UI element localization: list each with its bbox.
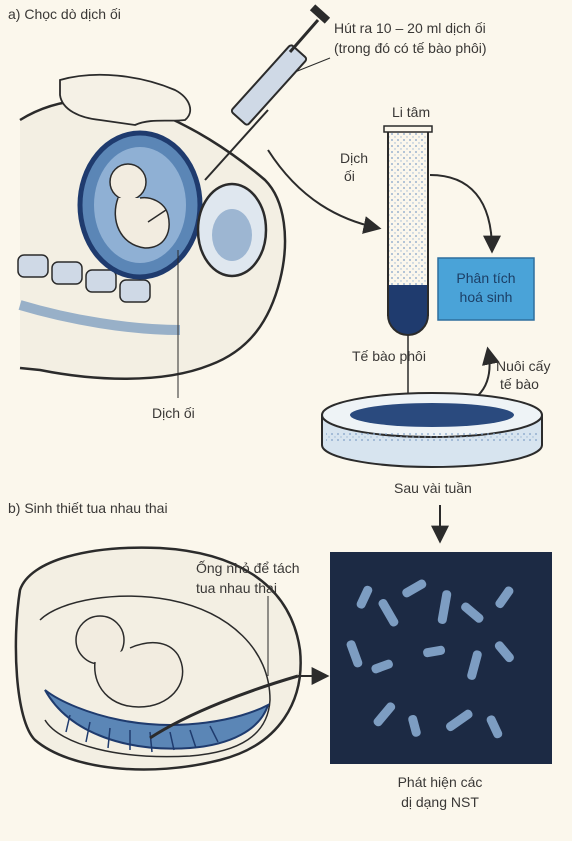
embryo-cells-label: Tế bào phôi (352, 348, 426, 365)
arrow-to-biochem (430, 175, 492, 250)
fluid-label-line-1: Dịch (340, 150, 368, 167)
after-weeks-label: Sau vài tuần (394, 480, 472, 497)
culture-label-line-1: Nuôi cấy (496, 358, 550, 375)
syringe-note-line-2: (trong đó có tế bào phôi) (334, 40, 487, 57)
centrifuge-tube (384, 126, 432, 335)
culture-label-line-2: tế bào (500, 376, 539, 393)
result-caption-line-1: Phát hiện các (370, 774, 510, 791)
amniocentesis-illustration (18, 4, 330, 398)
part-b-heading: b) Sinh thiết tua nhau thai (8, 500, 168, 517)
tube-label-line-1: Ống nhỏ để tách (196, 560, 300, 577)
syringe-note-line-1: Hút ra 10 – 20 ml dịch ối (334, 20, 486, 37)
centrifuge-label: Li tâm (392, 104, 430, 121)
biochem-box-line-2: hoá sinh (438, 289, 534, 306)
biochem-box-line-1: Phân tích (438, 270, 534, 287)
chromosome-micrograph (330, 552, 552, 764)
amniotic-fluid-label: Dịch ối (152, 405, 195, 422)
result-caption-line-2: dị dạng NST (370, 794, 510, 811)
part-a-heading: a) Chọc dò dịch ối (8, 6, 121, 23)
tube-label-line-2: tua nhau thai (196, 580, 277, 597)
petri-dish (322, 393, 542, 467)
fluid-label-line-2: ối (344, 168, 355, 185)
